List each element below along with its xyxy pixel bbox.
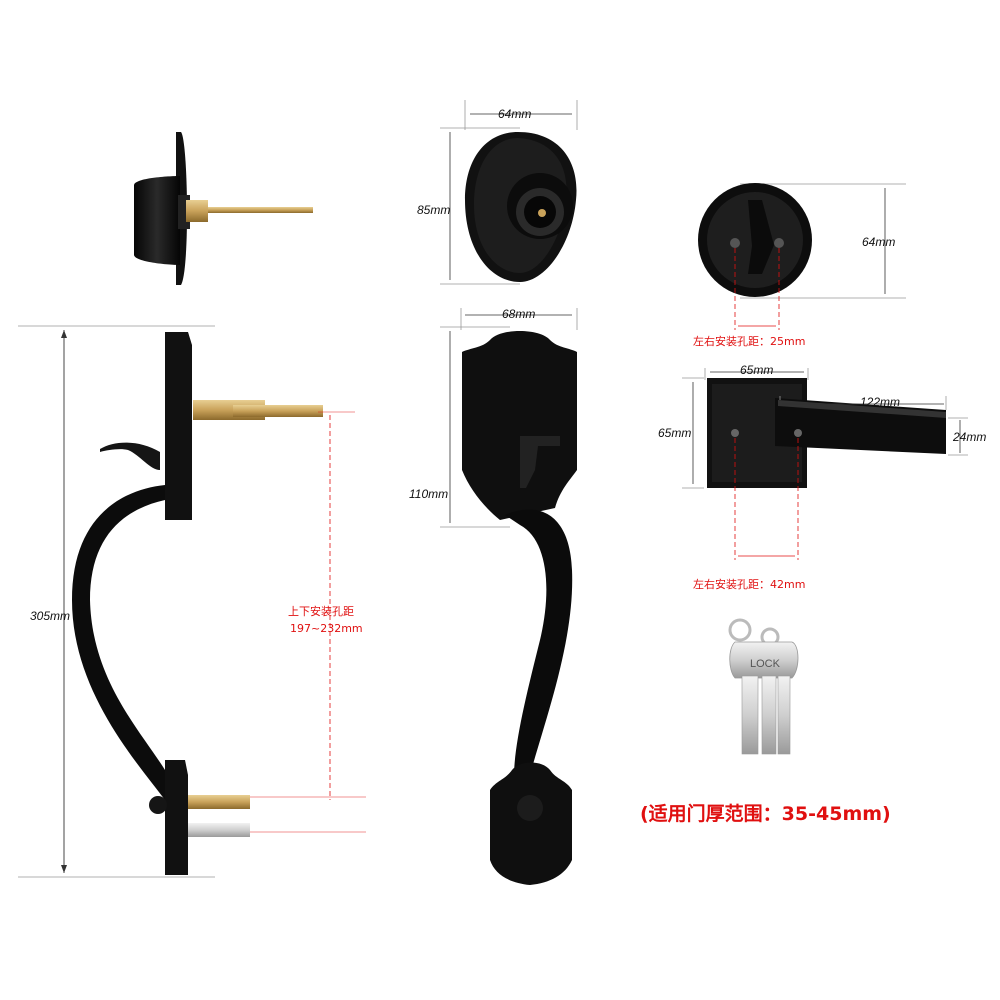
lever-length-label: 122mm: [860, 395, 900, 409]
handle-plate-height-label: 110mm: [409, 487, 448, 501]
deadbolt-side-view: [134, 132, 313, 285]
key-label: LOCK: [750, 658, 781, 670]
lever-handle-view: [682, 368, 968, 560]
vertical-hole-spacing-value: 197~232mm: [290, 622, 363, 635]
handle-plate-width-label: 68mm: [502, 307, 535, 321]
lever-plate-width-label: 65mm: [740, 363, 773, 377]
keys-image: LOCK: [728, 618, 799, 755]
vertical-hole-spacing-label: 上下安装孔距: [288, 604, 354, 618]
deadbolt-front-view: [440, 100, 578, 285]
lever-width-label: 24mm: [952, 430, 986, 444]
vertical-hole-spacing: [250, 411, 366, 833]
deadbolt-height-label: 85mm: [417, 203, 450, 217]
lever-hole-spacing-label: 左右安装孔距：42mm: [693, 577, 805, 591]
deadbolt-rose-view: [698, 183, 906, 330]
lever-plate-height-label: 65mm: [658, 426, 691, 440]
rose-hole-spacing-label: 左右安装孔距：25mm: [693, 334, 805, 348]
handle-side-view: [18, 325, 323, 878]
handle-total-height-label: 305mm: [30, 609, 70, 623]
rose-height-label: 64mm: [862, 235, 895, 249]
handle-front-view: [440, 308, 578, 885]
door-thickness-note: (适用门厚范围：35-45mm): [640, 802, 891, 825]
deadbolt-width-label: 64mm: [498, 107, 531, 121]
